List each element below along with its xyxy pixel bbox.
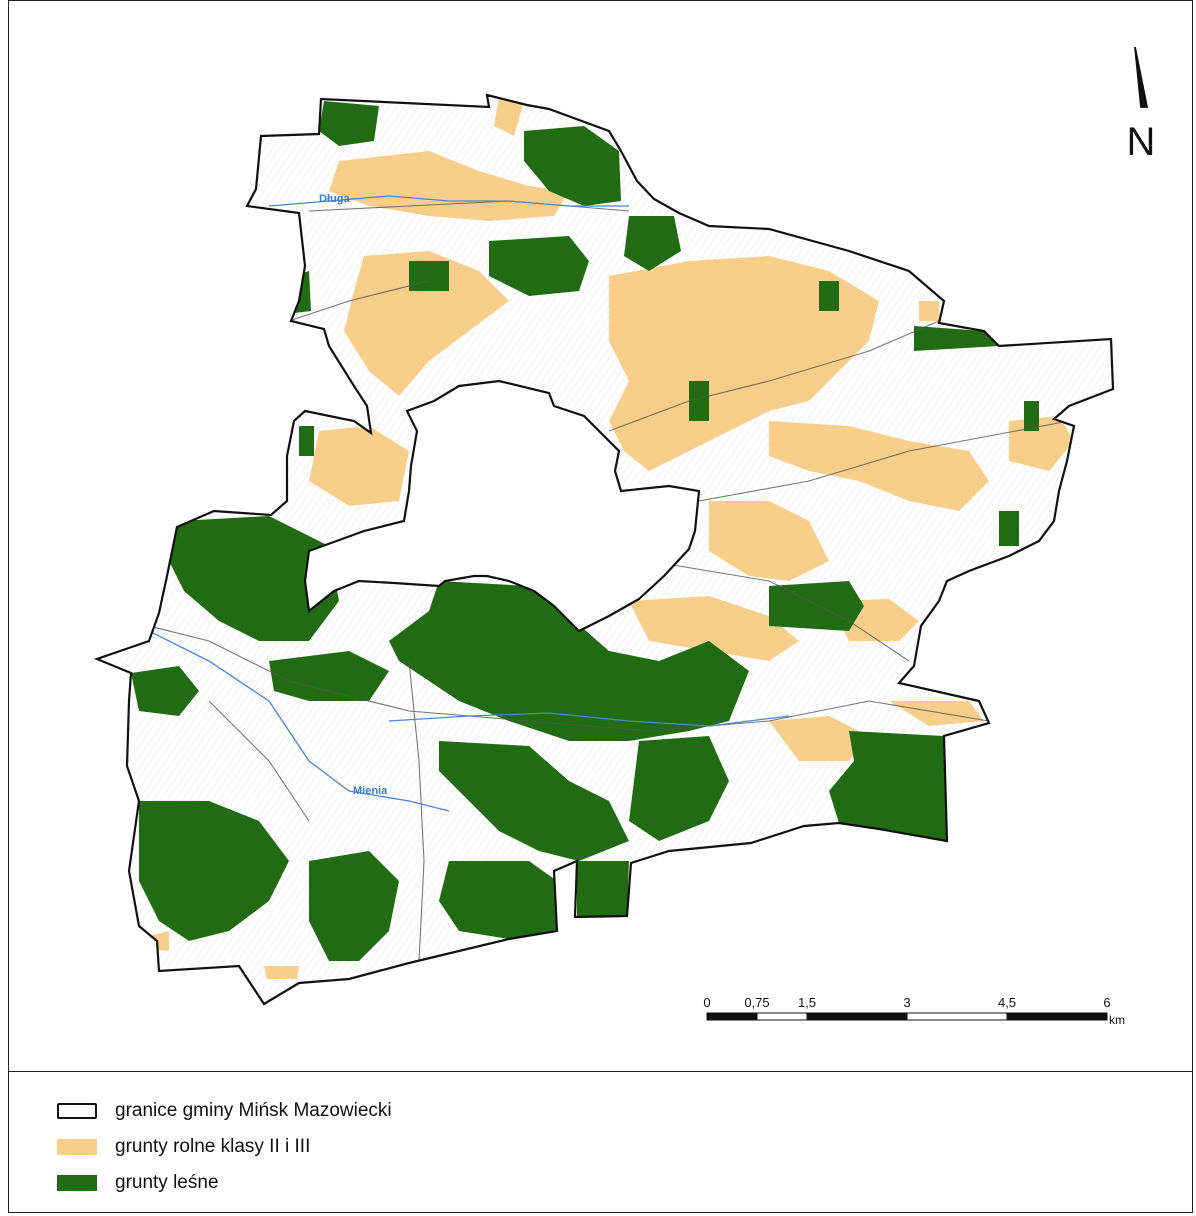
legend-label-forest: grunty leśne xyxy=(115,1172,219,1193)
legend-divider xyxy=(9,1071,1192,1072)
scale-segment xyxy=(906,1012,1008,1021)
legend-swatch-agricultural xyxy=(57,1139,97,1155)
scale-segment xyxy=(1006,1012,1108,1021)
scale-segment xyxy=(756,1012,808,1021)
map-frame: Długa Mienia N 0 0,75 1,5 3 4,5 6 km granice … xyxy=(8,0,1193,1213)
legend-swatch-forest xyxy=(57,1175,97,1191)
legend-item-forest: grunty leśne xyxy=(57,1165,392,1201)
legend-swatch-boundary xyxy=(57,1103,97,1119)
scale-tick-label: 3 xyxy=(903,995,910,1010)
map-area: Długa Mienia N 0 0,75 1,5 3 4,5 6 km xyxy=(9,1,1192,1071)
scale-bar-graphic: 0 0,75 1,5 3 4,5 6 xyxy=(703,995,1111,1021)
forest-land xyxy=(131,101,1039,961)
gmina-boundary xyxy=(93,93,1115,1006)
legend-label-agricultural: grunty rolne klasy II i III xyxy=(115,1136,311,1157)
legend-item-boundary: granice gminy Mińsk Mazowiecki xyxy=(57,1093,392,1129)
legend-label-boundary: granice gminy Mińsk Mazowiecki xyxy=(115,1100,392,1121)
legend: granice gminy Mińsk Mazowiecki grunty ro… xyxy=(57,1093,392,1201)
river-label-mienia: Mienia xyxy=(353,785,388,797)
scale-tick-label: 0 xyxy=(703,995,710,1010)
map-svg xyxy=(93,93,1115,1006)
scale-segment xyxy=(706,1012,758,1021)
scale-segment xyxy=(806,1012,908,1021)
scale-unit: km xyxy=(1109,1013,1125,1027)
north-arrow-icon: N xyxy=(1127,46,1156,164)
rivers xyxy=(148,195,790,812)
scale-tick-label: 1,5 xyxy=(798,995,816,1010)
gmina-interior xyxy=(97,95,1113,1004)
river-label-dluga: Długa xyxy=(319,193,350,205)
scale-tick-label: 6 xyxy=(1103,995,1110,1010)
north-letter: N xyxy=(1127,120,1156,164)
roads xyxy=(128,200,1070,962)
scale-bar: 0 0,75 1,5 3 4,5 6 km xyxy=(699,993,1139,1033)
scale-tick-label: 4,5 xyxy=(998,995,1016,1010)
scale-tick-label: 0,75 xyxy=(744,995,769,1010)
legend-item-agricultural: grunty rolne klasy II i III xyxy=(57,1129,392,1165)
